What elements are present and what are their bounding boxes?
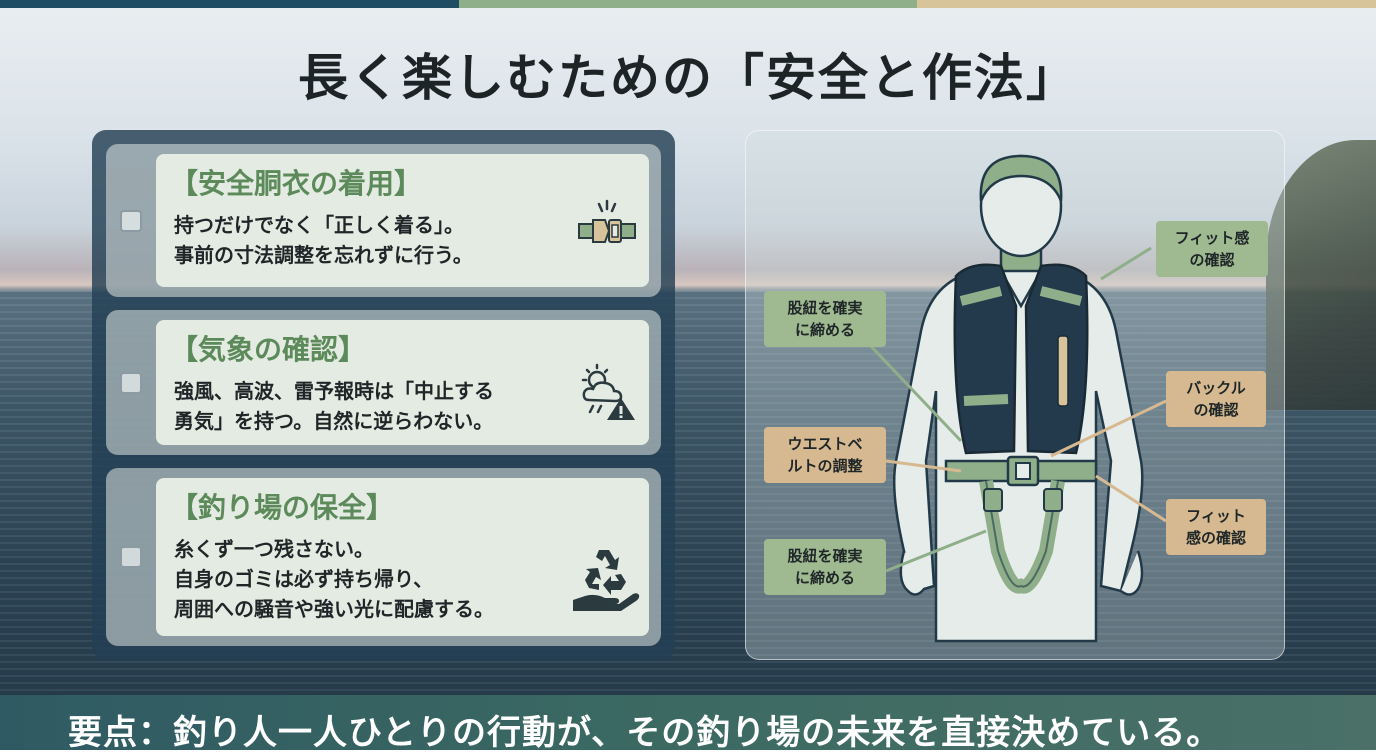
- item-line: 自身のゴミは必ず持ち帰り、: [174, 567, 434, 591]
- item-body: 糸くず一つ残さない。 自身のゴミは必ず持ち帰り、 周囲への騒音や強い光に配慮する…: [174, 534, 494, 624]
- lifejacket-diagram-panel: フィット感 の確認 股紐を確実 に締める バックル の確認 ウエストベ ルトの調…: [745, 130, 1285, 660]
- label-line: フィット感: [1174, 229, 1250, 247]
- buckle-icon: [577, 198, 637, 258]
- item-heading: 【安全胴衣の着用】: [170, 167, 423, 200]
- checklist-item-fishing-spot: 【釣り場の保全】 糸くず一つ残さない。 自身のゴミは必ず持ち帰り、 周囲への騒音…: [106, 468, 661, 646]
- label-line: 股紐を確実: [787, 547, 863, 565]
- diagram-label-fit-check-top: フィット感 の確認: [1156, 221, 1268, 277]
- footer-key-point: 要点：釣り人一人ひとりの行動が、その釣り場の未来を直接決めている。: [68, 713, 1222, 753]
- label-line: 股紐を確実: [787, 299, 863, 317]
- diagram-label-crotch-strap-top: 股紐を確実 に締める: [764, 291, 886, 347]
- diagram-label-crotch-strap-bottom: 股紐を確実 に締める: [764, 539, 886, 595]
- checkbox[interactable]: [120, 210, 142, 232]
- label-line: の確認: [1193, 401, 1239, 419]
- recycle-hand-icon: [571, 544, 641, 614]
- diagram-label-buckle-check: バックル の確認: [1166, 371, 1266, 427]
- diagram-label-waist-belt: ウエストベ ルトの調整: [764, 427, 886, 483]
- person-lifejacket-illustration: [864, 154, 1167, 643]
- safety-checklist-panel: 【安全胴衣の着用】 持つだけでなく「正しく着る」。 事前の寸法調整を忘れずに行う…: [92, 130, 675, 660]
- item-heading: 【釣り場の保全】: [170, 491, 395, 524]
- checkbox[interactable]: [120, 546, 142, 568]
- item-line: 勇気」を持つ。自然に逆らわない。: [174, 409, 494, 433]
- label-line: に締める: [794, 321, 855, 339]
- label-line: バックル: [1186, 379, 1246, 397]
- label-line: 感の確認: [1185, 529, 1246, 547]
- item-line: 周囲への騒音や強い光に配慮する。: [174, 597, 494, 621]
- item-line: 強風、高波、雷予報時は「中止する: [174, 379, 494, 403]
- checkbox[interactable]: [120, 372, 142, 394]
- label-line: の確認: [1189, 251, 1235, 269]
- label-line: フィット: [1186, 507, 1246, 525]
- top-color-bar: [0, 0, 1376, 8]
- checklist-item-lifejacket: 【安全胴衣の着用】 持つだけでなく「正しく着る」。 事前の寸法調整を忘れずに行う…: [106, 144, 661, 297]
- top-bar-segment-2: [458, 0, 918, 8]
- page-title: 長く楽しむための「安全と作法」: [298, 48, 1078, 107]
- item-body: 持つだけでなく「正しく着る」。 事前の寸法調整を忘れずに行う。: [174, 210, 473, 270]
- label-line: ウエストベ: [787, 435, 863, 453]
- top-bar-segment-1: [0, 0, 459, 8]
- item-line: 持つだけでなく「正しく着る」。: [174, 213, 464, 237]
- weather-warning-icon: [577, 362, 637, 422]
- diagram-label-fit-check-bottom: フィット 感の確認: [1166, 499, 1266, 555]
- footer-banner: 要点：釣り人一人ひとりの行動が、その釣り場の未来を直接決めている。: [0, 695, 1376, 753]
- top-bar-segment-3: [917, 0, 1376, 8]
- item-body: 強風、高波、雷予報時は「中止する 勇気」を持つ。自然に逆らわない。: [174, 376, 494, 436]
- item-line: 事前の寸法調整を忘れずに行う。: [174, 243, 473, 267]
- checklist-item-weather: 【気象の確認】 強風、高波、雷予報時は「中止する 勇気」を持つ。自然に逆らわない…: [106, 310, 661, 455]
- item-card: 【釣り場の保全】 糸くず一つ残さない。 自身のゴミは必ず持ち帰り、 周囲への騒音…: [156, 478, 649, 636]
- item-heading: 【気象の確認】: [170, 333, 367, 366]
- item-line: 糸くず一つ残さない。: [174, 537, 374, 561]
- label-line: ルトの調整: [787, 457, 863, 475]
- item-card: 【気象の確認】 強風、高波、雷予報時は「中止する 勇気」を持つ。自然に逆らわない…: [156, 320, 649, 445]
- label-line: に締める: [794, 569, 855, 587]
- item-card: 【安全胴衣の着用】 持つだけでなく「正しく着る」。 事前の寸法調整を忘れずに行う…: [156, 154, 649, 287]
